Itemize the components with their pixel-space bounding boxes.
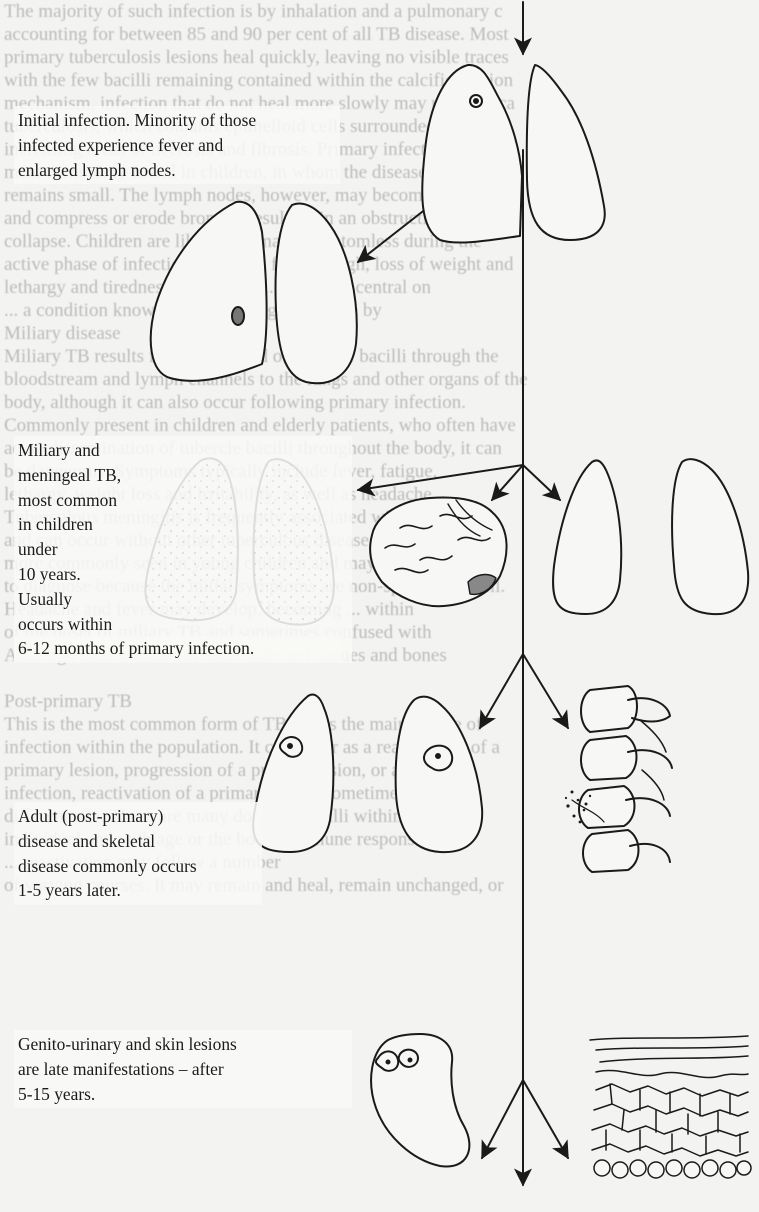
arrow-to-miliary-lungs <box>358 465 523 490</box>
initial-lungs <box>422 65 605 243</box>
caption-line: enlarged lymph nodes. <box>18 158 336 183</box>
caption-line: infected experience fever and <box>18 133 336 158</box>
caption-line: disease commonly occurs <box>18 854 258 879</box>
brain <box>370 498 506 607</box>
caption-line: meningeal TB, <box>18 463 348 488</box>
arrow-to-right-lung <box>523 465 560 500</box>
enlarged-lymph-node <box>232 307 244 325</box>
caption-line: Miliary and <box>18 438 348 463</box>
caption-line: 10 years. <box>18 562 348 587</box>
caption-line: Usually <box>18 587 348 612</box>
caption-line: disease and skeletal <box>18 829 258 854</box>
caption-line: occurs within <box>18 612 348 637</box>
right-lung <box>553 459 748 614</box>
caption-miliary: Miliary and meningeal TB, most common in… <box>14 436 352 663</box>
spine <box>565 686 672 872</box>
arrow-to-spine <box>523 654 568 728</box>
caption-line: in children <box>18 512 348 537</box>
arrow-to-brain <box>492 465 523 500</box>
arrow-to-cavitated-lungs <box>480 654 523 728</box>
caption-line: 5-15 years. <box>18 1082 348 1107</box>
caption-line: under <box>18 537 348 562</box>
arrow-to-kidney <box>482 1080 523 1158</box>
caption-line: most common <box>18 488 348 513</box>
primary-complex-lungs <box>151 202 357 383</box>
skin-lesion <box>590 1036 751 1178</box>
kidney <box>371 1034 469 1166</box>
caption-adult-disease: Adult (post-primary) disease and skeleta… <box>14 802 262 905</box>
caption-line: 1-5 years later. <box>18 878 258 903</box>
caption-late-manifestations: Genito-urinary and skin lesions are late… <box>14 1030 352 1108</box>
caption-line: are late manifestations – after <box>18 1057 348 1082</box>
caption-line: Initial infection. Minority of those <box>18 108 336 133</box>
arrow-to-skin <box>523 1080 568 1158</box>
caption-line: Genito-urinary and skin lesions <box>18 1032 348 1057</box>
caption-line: Adult (post-primary) <box>18 804 258 829</box>
caption-initial-infection: Initial infection. Minority of those inf… <box>14 106 340 184</box>
caption-line: 6-12 months of primary infection. <box>14 636 342 661</box>
cavitated-lungs <box>253 695 482 853</box>
